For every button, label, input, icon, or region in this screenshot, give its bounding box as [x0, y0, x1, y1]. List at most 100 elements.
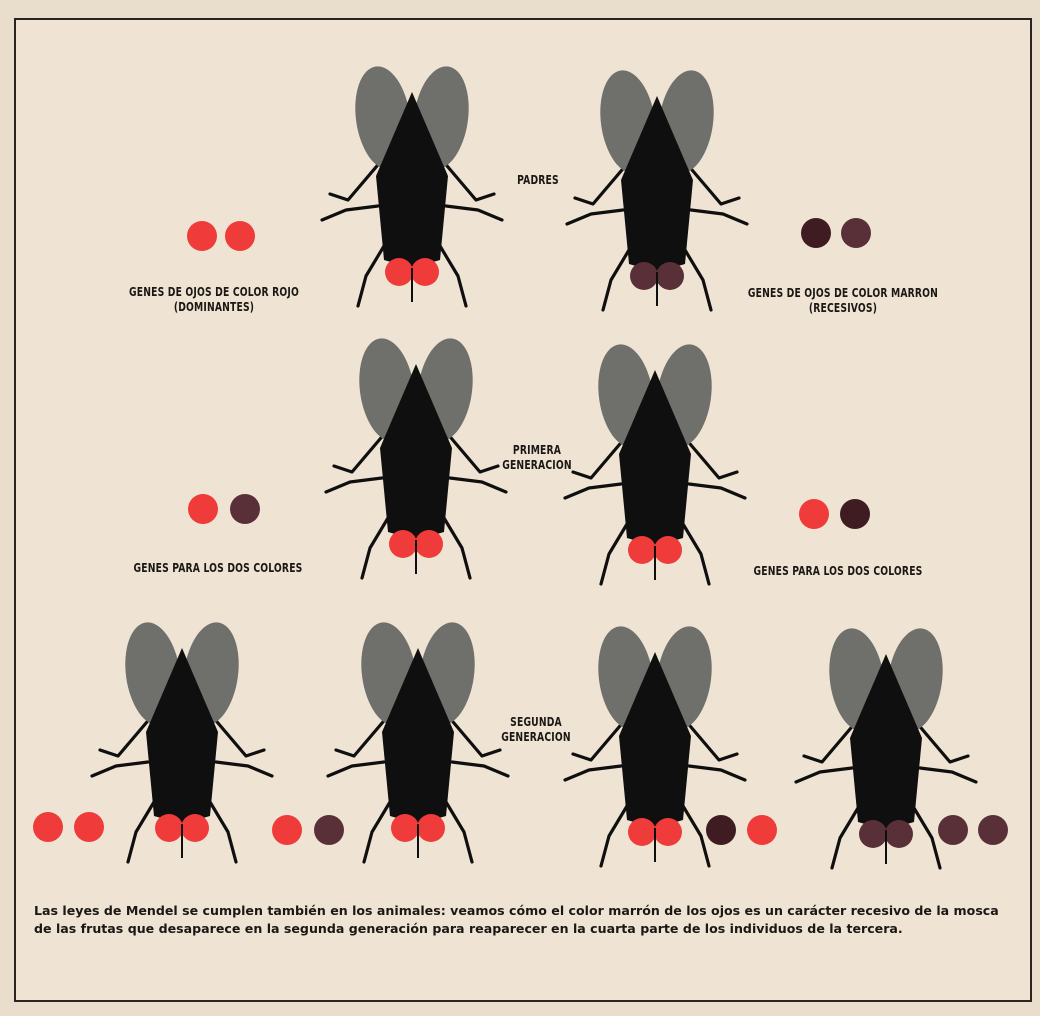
gene-circle — [33, 812, 63, 842]
fly-leg — [685, 720, 737, 760]
fly-eye-right — [415, 530, 443, 558]
gene-pair-6 — [706, 815, 777, 845]
fly-eye-right — [654, 818, 682, 846]
fly-eye-right — [885, 820, 913, 848]
fly-leg — [450, 478, 506, 492]
gene-circle — [978, 815, 1008, 845]
label-primera-generacion: PRIMERA GENERACION — [490, 442, 583, 472]
fly-leg — [691, 210, 747, 224]
fly-eye-left — [391, 814, 419, 842]
fly-leg — [334, 432, 386, 472]
label-genes-dos-colores-right: GENES PARA LOS DOS COLORES — [741, 563, 935, 578]
fly-leg — [796, 768, 852, 782]
label-genes-rojo: GENES DE OJOS DE COLOR ROJO (DOMINANTES) — [117, 284, 311, 314]
gene-pair-3 — [799, 499, 870, 529]
fly-eye-right — [411, 258, 439, 286]
fly-leg — [920, 768, 976, 782]
fly-eye-left — [389, 530, 417, 558]
fly-leg — [326, 478, 382, 492]
gene-circle — [841, 218, 871, 248]
gene-pair-2 — [188, 494, 260, 524]
fly-leg — [832, 808, 858, 868]
fly-leg — [330, 160, 382, 200]
label-padres: PADRES — [497, 172, 579, 187]
gene-circle — [230, 494, 260, 524]
fly-leg — [685, 250, 711, 310]
fly-leg — [687, 164, 739, 204]
label-genes-marron: GENES DE OJOS DE COLOR MARRON (RECESIVOS… — [739, 285, 947, 315]
fly-eye-left — [628, 536, 656, 564]
fly-leg — [565, 766, 621, 780]
fly-leg — [216, 762, 272, 776]
fly-leg — [92, 762, 148, 776]
fly-eye-right — [654, 536, 682, 564]
fly-leg — [601, 524, 627, 584]
fly-leg — [603, 250, 629, 310]
fly-eye-left — [155, 814, 183, 842]
fly-eye-left — [385, 258, 413, 286]
gene-circle — [706, 815, 736, 845]
gene-pair-7 — [938, 815, 1008, 845]
fly-leg — [446, 802, 472, 862]
gene-circle — [74, 812, 104, 842]
label-genes-dos-colores-left: GENES PARA LOS DOS COLORES — [121, 560, 315, 575]
fly-eye-left — [628, 818, 656, 846]
fly-leg — [358, 246, 384, 306]
fly-leg — [683, 524, 709, 584]
label-segunda-generacion: SEGUNDA GENERACION — [488, 714, 583, 744]
fly-leg — [100, 716, 152, 756]
fly-eye-right — [417, 814, 445, 842]
fly-leg — [336, 716, 388, 756]
fly-leg — [328, 762, 384, 776]
gene-circle — [225, 221, 255, 251]
gene-circle — [801, 218, 831, 248]
caption-text: Las leyes de Mendel se cumplen también e… — [34, 902, 1009, 938]
gene-pair-4 — [33, 812, 104, 842]
fly-leg — [440, 246, 466, 306]
fly-leg — [364, 802, 390, 862]
fly-leg — [442, 160, 494, 200]
gene-circle — [188, 494, 218, 524]
fly-eye-left — [630, 262, 658, 290]
fly-leg — [565, 484, 621, 498]
fly-leg — [362, 518, 388, 578]
fly-2 — [326, 335, 506, 578]
fly-leg — [914, 808, 940, 868]
fly-leg — [689, 766, 745, 780]
fly-leg — [446, 206, 502, 220]
fly-leg — [452, 762, 508, 776]
fly-leg — [685, 438, 737, 478]
fly-leg — [210, 802, 236, 862]
fly-leg — [567, 210, 623, 224]
fly-5 — [328, 619, 508, 862]
fly-eye-left — [859, 820, 887, 848]
gene-circle — [840, 499, 870, 529]
gene-pair-5 — [272, 815, 344, 845]
fly-4 — [92, 619, 272, 862]
fly-leg — [212, 716, 264, 756]
fly-leg — [683, 806, 709, 866]
gene-circle — [938, 815, 968, 845]
fly-leg — [804, 722, 856, 762]
fly-3 — [565, 341, 745, 584]
gene-pair-0 — [187, 221, 255, 251]
fly-0 — [322, 63, 502, 306]
fly-leg — [575, 164, 627, 204]
fly-leg — [601, 806, 627, 866]
fly-leg — [916, 722, 968, 762]
gene-circle — [272, 815, 302, 845]
gene-circle — [747, 815, 777, 845]
gene-circle — [187, 221, 217, 251]
gene-circle — [314, 815, 344, 845]
fly-eye-right — [181, 814, 209, 842]
fly-leg — [128, 802, 154, 862]
gene-circle — [799, 499, 829, 529]
fly-eye-right — [656, 262, 684, 290]
fly-leg — [444, 518, 470, 578]
gene-pair-1 — [801, 218, 871, 248]
fly-leg — [689, 484, 745, 498]
fly-1 — [567, 67, 747, 310]
fly-leg — [322, 206, 378, 220]
